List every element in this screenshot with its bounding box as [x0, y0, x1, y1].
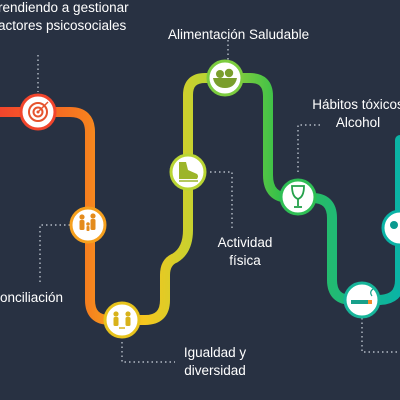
node-conciliation[interactable]: [69, 206, 107, 244]
target-icon: [28, 101, 49, 122]
label-activity: Actividad física: [210, 234, 280, 270]
label-psychosocial-line-2: actores psicosociales: [0, 18, 127, 33]
cigarette-icon: [351, 288, 374, 304]
label-equality: Igualdad y diversidad: [180, 344, 250, 380]
label-activity-line-2: física: [229, 253, 261, 268]
label-psychosocial: rendiendo a gestionar actores psicosocia…: [0, 0, 129, 35]
label-habits-line-1: Hábitos tóxicos: [312, 97, 400, 112]
connectors: [37, 40, 400, 363]
node-activity[interactable]: [169, 153, 207, 191]
generic-icon: [390, 221, 398, 229]
node-smoking[interactable]: [343, 281, 381, 319]
label-nutrition-line-1: Alimentación Saludable: [168, 27, 310, 42]
wine-glass-icon: [291, 185, 305, 208]
connector-smoking: [361, 318, 400, 353]
node-psychosocial[interactable]: [19, 93, 57, 131]
node-nutrition[interactable]: [206, 59, 244, 97]
connector-equality: [121, 342, 175, 363]
label-equality-line-1: Igualdad y: [183, 345, 247, 360]
connector-activity: [210, 171, 233, 228]
label-habits: Hábitos tóxicos Alcohol: [310, 96, 400, 132]
sneaker-icon: [179, 162, 198, 182]
node-extra[interactable]: [381, 209, 400, 247]
fruit-bowl-icon: [213, 68, 237, 88]
label-nutrition: Alimentación Saludable: [168, 26, 309, 44]
family-icon: [79, 213, 96, 231]
label-conciliation: onciliación: [0, 289, 63, 307]
label-equality-line-2: diversidad: [184, 363, 246, 378]
connector-habits: [297, 124, 320, 175]
node-equality[interactable]: [103, 301, 141, 339]
diversity-icon: [113, 311, 131, 329]
label-psychosocial-line-1: rendiendo a gestionar: [0, 0, 129, 15]
label-conciliation-line-1: onciliación: [0, 290, 64, 305]
label-habits-line-2: Alcohol: [335, 115, 381, 130]
node-habits[interactable]: [279, 178, 317, 216]
label-activity-line-1: Actividad: [217, 235, 273, 250]
